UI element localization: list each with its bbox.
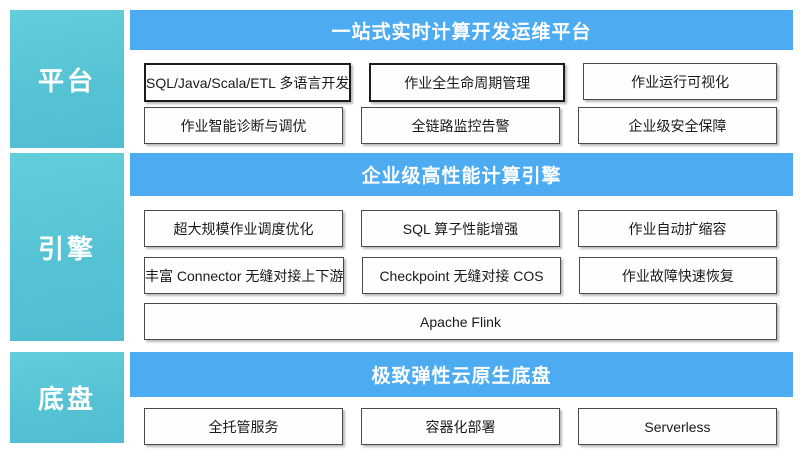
capability-box-multilang-dev: SQL/Java/Scala/ETL 多语言开发 — [144, 63, 352, 102]
section-platform-header: 一站式实时计算开发运维平台 — [130, 10, 793, 50]
section-base-header: 极致弹性云原生底盘 — [130, 352, 793, 397]
section-platform-content: 一站式实时计算开发运维平台 SQL/Java/Scala/ETL 多语言开发 作… — [130, 10, 793, 148]
platform-row-2: 作业智能诊断与调优 全链路监控告警 企业级安全保障 — [144, 107, 777, 144]
capability-box-smart-diagnosis: 作业智能诊断与调优 — [144, 107, 343, 144]
capability-box-containerized-deployment: 容器化部署 — [361, 408, 560, 445]
section-platform-title: 一站式实时计算开发运维平台 — [331, 21, 592, 43]
tier-label-engine-text: 引擎 — [37, 233, 96, 264]
tier-label-engine: 引擎 — [10, 153, 124, 341]
engine-row-3: Apache Flink — [144, 303, 777, 340]
capability-box-rich-connectors: 丰富 Connector 无缝对接上下游 — [144, 257, 345, 294]
base-row-1: 全托管服务 容器化部署 Serverless — [144, 408, 777, 445]
capability-box-sql-operator-enhancement: SQL 算子性能增强 — [361, 210, 560, 247]
capability-box-job-visualization: 作业运行可视化 — [583, 63, 778, 100]
capability-box-checkpoint-cos: Checkpoint 无缝对接 COS — [362, 257, 561, 294]
engine-row-1: 超大规模作业调度优化 SQL 算子性能增强 作业自动扩缩容 — [144, 210, 777, 247]
section-base-content: 极致弹性云原生底盘 全托管服务 容器化部署 Serverless — [130, 352, 793, 445]
section-engine-content: 企业级高性能计算引擎 超大规模作业调度优化 SQL 算子性能增强 作业自动扩缩容… — [130, 153, 793, 341]
tier-label-base-text: 底盘 — [37, 384, 96, 414]
capability-box-fast-failure-recovery: 作业故障快速恢复 — [578, 257, 777, 294]
tier-label-platform-text: 平台 — [37, 65, 96, 96]
section-engine-header: 企业级高性能计算引擎 — [130, 153, 793, 196]
capability-box-large-scale-scheduling: 超大规模作业调度优化 — [144, 210, 343, 247]
section-engine: 引擎 企业级高性能计算引擎 超大规模作业调度优化 SQL 算子性能增强 作业自动… — [0, 153, 800, 341]
tier-label-platform: 平台 — [10, 10, 124, 148]
tier-label-base: 底盘 — [10, 352, 124, 443]
platform-row-1: SQL/Java/Scala/ETL 多语言开发 作业全生命周期管理 作业运行可… — [144, 63, 778, 102]
capability-box-lifecycle-mgmt: 作业全生命周期管理 — [369, 63, 566, 102]
section-base: 底盘 极致弹性云原生底盘 全托管服务 容器化部署 Serverless — [0, 352, 800, 445]
section-engine-title: 企业级高性能计算引擎 — [361, 166, 562, 187]
capability-box-auto-scaling: 作业自动扩缩容 — [578, 210, 777, 247]
capability-box-enterprise-security: 企业级安全保障 — [578, 107, 777, 144]
capability-box-serverless: Serverless — [578, 408, 777, 445]
capability-box-fully-managed: 全托管服务 — [144, 408, 343, 445]
capability-box-monitoring-alert: 全链路监控告警 — [361, 107, 560, 144]
capability-box-apache-flink: Apache Flink — [144, 303, 777, 340]
engine-row-2: 丰富 Connector 无缝对接上下游 Checkpoint 无缝对接 COS… — [144, 257, 777, 294]
section-platform: 平台 一站式实时计算开发运维平台 SQL/Java/Scala/ETL 多语言开… — [0, 10, 800, 148]
section-base-title: 极致弹性云原生底盘 — [371, 366, 552, 387]
